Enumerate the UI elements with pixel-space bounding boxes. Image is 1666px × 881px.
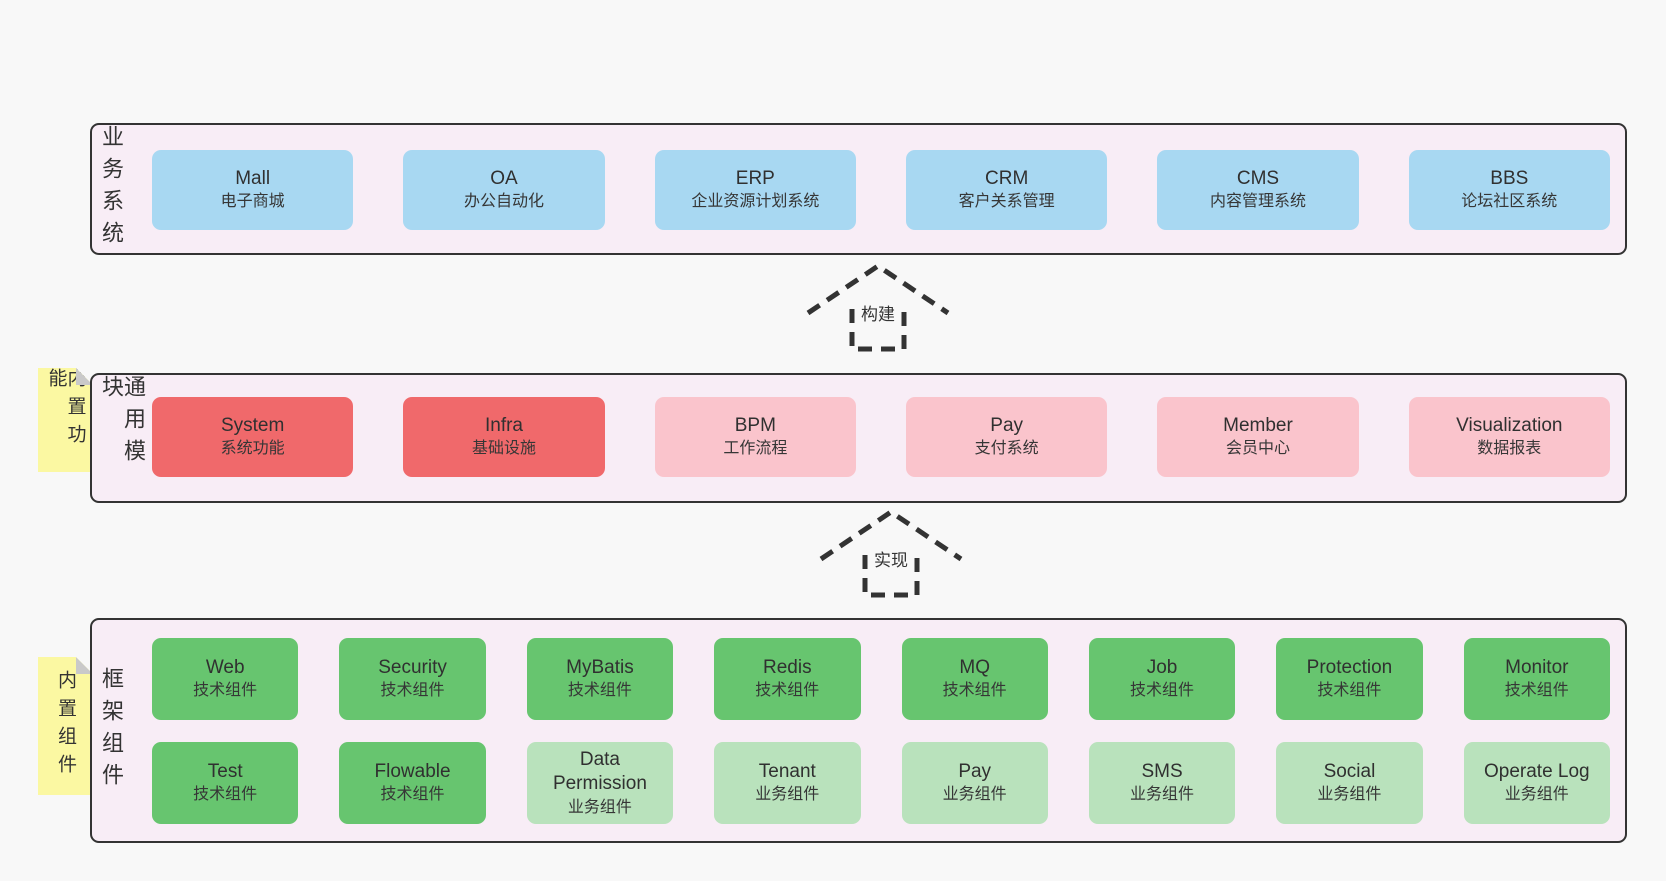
layer-label-business-systems: 业务系统 — [99, 125, 124, 253]
sticky-note-text: 内置功能 — [45, 368, 86, 452]
layer-label-common-modules: 通用模块 — [99, 375, 146, 471]
arrow-label-build: 构建 — [857, 299, 899, 326]
box-pay: Pay 支付系统 — [905, 397, 1108, 477]
box-tenant: Tenant 业务组件 — [714, 742, 861, 824]
box-crm: CRM 客户关系管理 — [905, 150, 1108, 230]
framework-components-row-2: Test 技术组件 Flowable 技术组件 Data Permission … — [152, 742, 1610, 824]
layer-common-modules: 通用模块 System 系统功能 Infra 基础设施 BPM 工作流程 Pay… — [90, 373, 1627, 503]
arrow-label-implement: 实现 — [870, 545, 912, 572]
box-data-permission: Data Permission 业务组件 — [526, 742, 674, 824]
box-monitor: Monitor 技术组件 — [1463, 638, 1610, 720]
box-bpm: BPM 工作流程 — [654, 397, 856, 477]
box-mybatis: MyBatis 技术组件 — [526, 638, 674, 720]
sticky-note-built-in-features: 内置功能 — [38, 368, 93, 472]
dashed-up-arrow-build: 构建 — [803, 259, 953, 355]
layer-business-systems: 业务系统 Mall 电子商城 OA 办公自动化 ERP 企业资源计划系统 CRM… — [90, 123, 1627, 255]
box-visualization: Visualization 数据报表 — [1408, 397, 1610, 477]
box-oa: OA 办公自动化 — [403, 150, 605, 230]
box-protection: Protection 技术组件 — [1276, 638, 1423, 720]
dashed-up-arrow-implement: 实现 — [816, 505, 966, 601]
up-arrow-icon — [819, 508, 963, 598]
layer-framework-components: 框架组件 Web 技术组件 Security 技术组件 MyBatis 技术组件… — [90, 618, 1627, 843]
box-system: System 系统功能 — [152, 397, 354, 477]
box-social: Social 业务组件 — [1276, 742, 1423, 824]
business-systems-row: Mall 电子商城 OA 办公自动化 ERP 企业资源计划系统 CRM 客户关系… — [152, 150, 1610, 230]
box-infra: Infra 基础设施 — [403, 397, 605, 477]
box-mq: MQ 技术组件 — [901, 638, 1048, 720]
box-mall: Mall 电子商城 — [152, 150, 354, 230]
box-security: Security 技术组件 — [339, 638, 486, 720]
layer-label-framework-components: 框架组件 — [99, 666, 124, 795]
common-modules-row: System 系统功能 Infra 基础设施 BPM 工作流程 Pay 支付系统… — [152, 397, 1610, 477]
box-cms: CMS 内容管理系统 — [1157, 150, 1359, 230]
sticky-note-text: 内置组件 — [55, 670, 76, 782]
box-redis: Redis 技术组件 — [714, 638, 861, 720]
box-pay-business: Pay 业务组件 — [901, 742, 1048, 824]
box-member: Member 会员中心 — [1157, 397, 1359, 477]
box-erp: ERP 企业资源计划系统 — [654, 150, 856, 230]
up-arrow-icon — [806, 262, 950, 352]
sticky-note-built-in-components: 内置组件 — [38, 657, 93, 795]
box-web: Web 技术组件 — [152, 638, 299, 720]
box-bbs: BBS 论坛社区系统 — [1408, 150, 1610, 230]
box-sms: SMS 业务组件 — [1088, 742, 1236, 824]
box-test: Test 技术组件 — [152, 742, 299, 824]
framework-components-row-1: Web 技术组件 Security 技术组件 MyBatis 技术组件 Redi… — [152, 638, 1610, 720]
box-job: Job 技术组件 — [1088, 638, 1236, 720]
box-operate-log: Operate Log 业务组件 — [1463, 742, 1610, 824]
box-flowable: Flowable 技术组件 — [339, 742, 486, 824]
